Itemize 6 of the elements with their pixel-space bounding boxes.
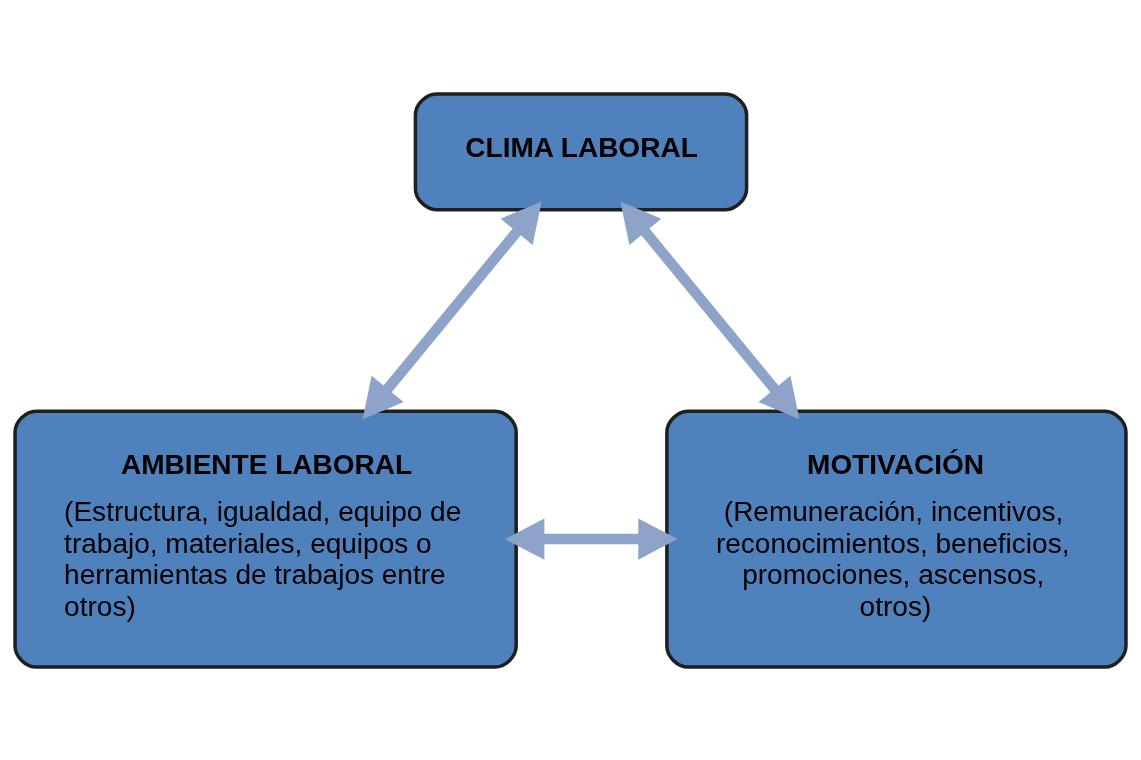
arrow [620, 200, 800, 419]
node-box: AMBIENTE LABORAL (Estructura, igualdad, equipo de trabajo, materiales, equipos o herramientas de trabajos entre otros) [13, 408, 518, 669]
node-box: MOTIVACIÓN (Remuneración, incentivos, reconocimientos, beneficios, promociones, ascensos, otros) [665, 408, 1128, 669]
node-box: CLIMA LABORAL [413, 91, 749, 211]
arrow [505, 517, 678, 560]
arrow [362, 200, 542, 419]
